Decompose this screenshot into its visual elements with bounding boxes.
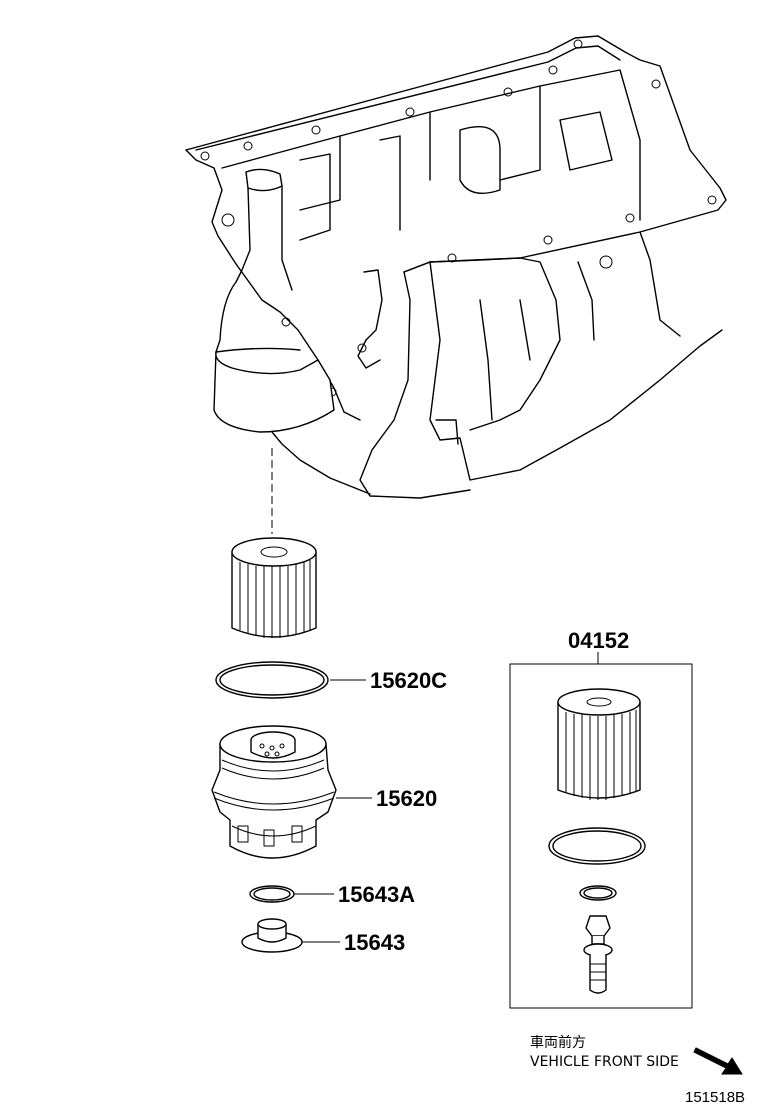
kit-oil-filter-element bbox=[557, 688, 641, 800]
kit-small-gasket bbox=[579, 885, 617, 901]
oil-filter-cap bbox=[211, 725, 337, 859]
part-number-kit: 04152 bbox=[568, 628, 629, 653]
drain-plug bbox=[241, 918, 303, 953]
oil-filter-element bbox=[231, 537, 317, 638]
o-ring-gasket bbox=[215, 661, 329, 699]
kit-o-ring bbox=[548, 827, 646, 865]
part-number-cap: 15620 bbox=[376, 786, 437, 811]
kit-box bbox=[509, 663, 693, 1009]
drain-plug-gasket bbox=[249, 885, 295, 903]
vehicle-front-label-en: VEHICLE FRONT SIDE bbox=[530, 1054, 679, 1070]
vehicle-front-label-jp: 車両前方 bbox=[530, 1034, 586, 1051]
drawing-number: 151518B bbox=[685, 1089, 745, 1106]
kit-drain-fitting bbox=[583, 915, 613, 994]
vehicle-front-arrow-icon bbox=[693, 1047, 743, 1075]
part-number-drain-gasket: 15643A bbox=[338, 882, 415, 907]
engine-block-illustration bbox=[185, 35, 727, 499]
part-number-drain-plug: 15643 bbox=[344, 930, 405, 955]
part-number-gasket: 15620C bbox=[370, 668, 447, 693]
